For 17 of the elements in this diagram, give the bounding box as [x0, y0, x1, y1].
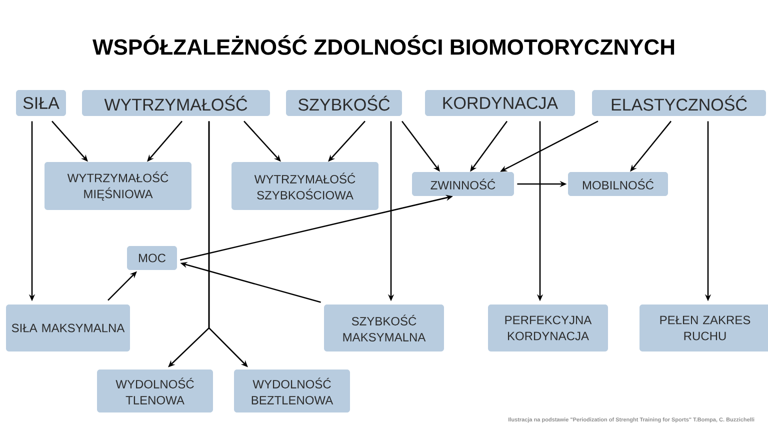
ability-box: WYDOLNOŚĆ BEZTLENOWA [234, 370, 350, 412]
title: WSPÓŁZALEŻNOŚĆ ZDOLNOŚCI BIOMOTORYCZNYCH [92, 35, 674, 55]
ability-box: SIŁA MAKSYMALNA [6, 304, 130, 352]
ability-box: SZYBKOŚĆ MAKSYMALNA [324, 304, 444, 352]
ability-box: MOC [127, 246, 177, 270]
ability-box: WYTRZYMAŁOŚĆ [82, 90, 270, 116]
ability-box: SZYBKOŚĆ [286, 90, 402, 116]
ability-box: SIŁA [16, 90, 66, 116]
ability-box: PERFEKCYJNA KORDYNACJA [488, 304, 608, 352]
ability-box: MOBILNOŚĆ [568, 172, 668, 196]
ability-box: ELASTYCZNOŚĆ [592, 90, 766, 116]
ability-box: KORDYNACJA [425, 90, 575, 116]
ability-box: PEŁEN ZAKRES RUCHU [640, 304, 768, 352]
ability-box: ZWINNOŚĆ [412, 172, 514, 196]
ability-box: WYDOLNOŚĆ TLENOWA [97, 370, 213, 412]
ability-box: WYTRZYMAŁOŚĆ SZYBKOŚCIOWA [232, 162, 378, 210]
ability-box: WYTRZYMAŁOŚĆ MIĘŚNIOWA [44, 162, 192, 210]
